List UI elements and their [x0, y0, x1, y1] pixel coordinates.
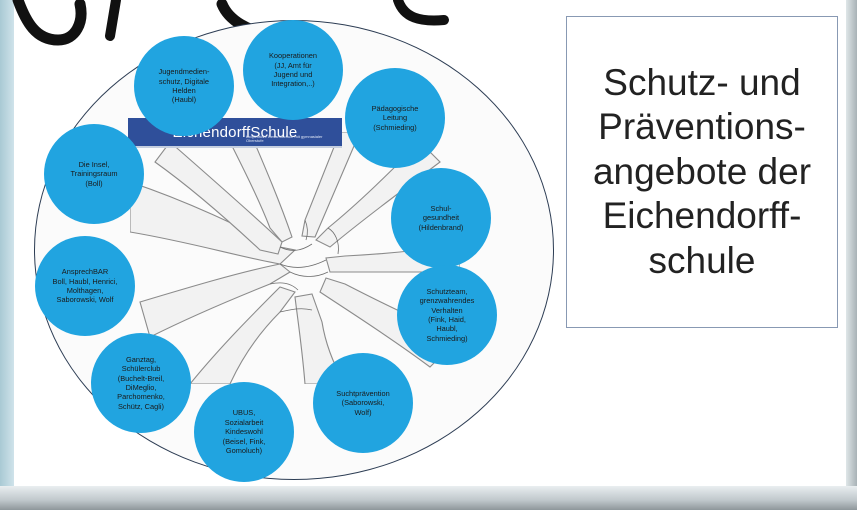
offer-text: Schul- gesundheit (Hildenbrand) [418, 203, 464, 232]
offer-text: UBUS, Sozialarbeit Kindeswohl (Beisel, F… [222, 408, 266, 456]
bottom-border-strip [0, 486, 857, 510]
offer-bubble-kooperationen: Kooperationen (JJ, Amt für Jugend und In… [243, 20, 343, 120]
offer-text: AnsprechBAR Boll, Haubl, Henrici, Moltha… [52, 267, 118, 305]
offer-bubble-die-insel: Die Insel, Trainingsraum (Boll) [44, 124, 144, 224]
offer-bubble-ganztag: Ganztag, Schülerclub (Buchelt-Breil, DiM… [91, 333, 191, 433]
offer-bubble-ubus: UBUS, Sozialarbeit Kindeswohl (Beisel, F… [194, 382, 294, 482]
offer-text: Ganztag, Schülerclub (Buchelt-Breil, DiM… [117, 354, 165, 411]
offer-text: Jugendmedien- schutz, Digitale Helden (H… [158, 67, 210, 105]
title-box: Schutz- und Präventions- angebote der Ei… [566, 16, 838, 328]
offer-bubble-suchtpraevention: Suchtprävention (Saborowski, Wolf) [313, 353, 413, 453]
page-title: Schutz- und Präventions- angebote der Ei… [592, 62, 812, 281]
offer-text: Kooperationen (JJ, Amt für Jugend und In… [268, 51, 318, 89]
right-border-strip [846, 0, 857, 490]
logo-name-suffix: Schule [250, 123, 298, 141]
offer-bubble-schutzteam: Schutzteam, grenzwahrendes Verhalten (Fi… [397, 265, 497, 365]
offer-bubble-ansprechbar: AnsprechBAR Boll, Haubl, Henrici, Moltha… [35, 236, 135, 336]
left-border-strip [0, 0, 14, 490]
offer-text: Schutzteam, grenzwahrendes Verhalten (Fi… [419, 286, 475, 343]
offer-text: Pädagogische Leitung (Schmieding) [371, 103, 419, 132]
offer-bubble-paedagogische-leitung: Pädagogische Leitung (Schmieding) [345, 68, 445, 168]
offer-text: Die Insel, Trainingsraum (Boll) [70, 159, 118, 188]
offer-text: Suchtprävention (Saborowski, Wolf) [336, 388, 390, 417]
offer-bubble-jugendmedienschutz: Jugendmedien- schutz, Digitale Helden (H… [134, 36, 234, 136]
offer-bubble-schulgesundheit: Schul- gesundheit (Hildenbrand) [391, 168, 491, 268]
logo-subtitle: kooperative Gesamtschule mit gymnasialer… [246, 134, 323, 143]
